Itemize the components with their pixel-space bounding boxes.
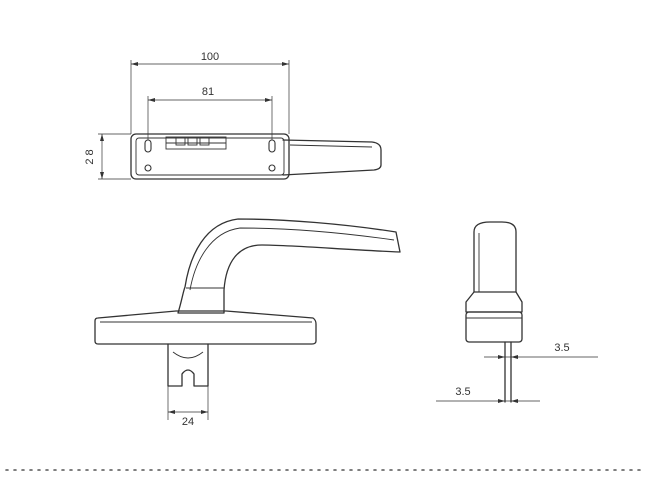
top-view (130, 133, 382, 180)
top-view-base-plate (130, 133, 290, 180)
top-view-mechanism-slot-3 (199, 137, 210, 146)
front-view-handle-edge (189, 227, 395, 291)
front-view-base-plate (94, 310, 317, 345)
dimension-label-overall-width: 100 (201, 51, 219, 63)
top-view-lever-edge (289, 144, 373, 148)
dimension-label-side-spindle-lower: 3.5 (455, 386, 470, 398)
top-view-base-inner-edge (135, 137, 285, 176)
dimension-base-height: 2 8 (84, 133, 131, 180)
dimension-label-spindle-width: 24 (182, 416, 194, 428)
top-view-right-screw-hole (268, 164, 276, 172)
dimension-label-hole-spacing: 81 (202, 86, 214, 98)
top-view-mechanism-slot-2 (187, 137, 198, 146)
side-view-neck (465, 291, 523, 313)
top-view-mechanism-slot-1 (175, 137, 186, 146)
dimension-label-base-height: 2 8 (84, 149, 96, 164)
top-view-right-slot-hole (268, 139, 276, 153)
side-view (465, 221, 523, 403)
front-view-spindle (167, 343, 209, 387)
top-view-left-screw-hole (144, 164, 152, 172)
side-view-base (465, 311, 523, 343)
front-view (94, 218, 401, 387)
dimension-hole-spacing: 81 (147, 86, 273, 140)
side-view-grip (473, 221, 517, 293)
dimension-side-spindle-lower: 3.5 (436, 386, 540, 403)
top-view-lever-arm (282, 139, 382, 176)
dimension-spindle-width: 24 (167, 386, 209, 428)
dimension-side-spindle-upper: 3.5 (484, 342, 598, 359)
front-view-handle (177, 218, 401, 314)
dimension-overall-width: 100 (130, 51, 290, 134)
front-view-spindle-notch (172, 351, 204, 359)
top-view-left-slot-hole (144, 139, 152, 153)
dimension-label-side-spindle-upper: 3.5 (554, 342, 569, 354)
